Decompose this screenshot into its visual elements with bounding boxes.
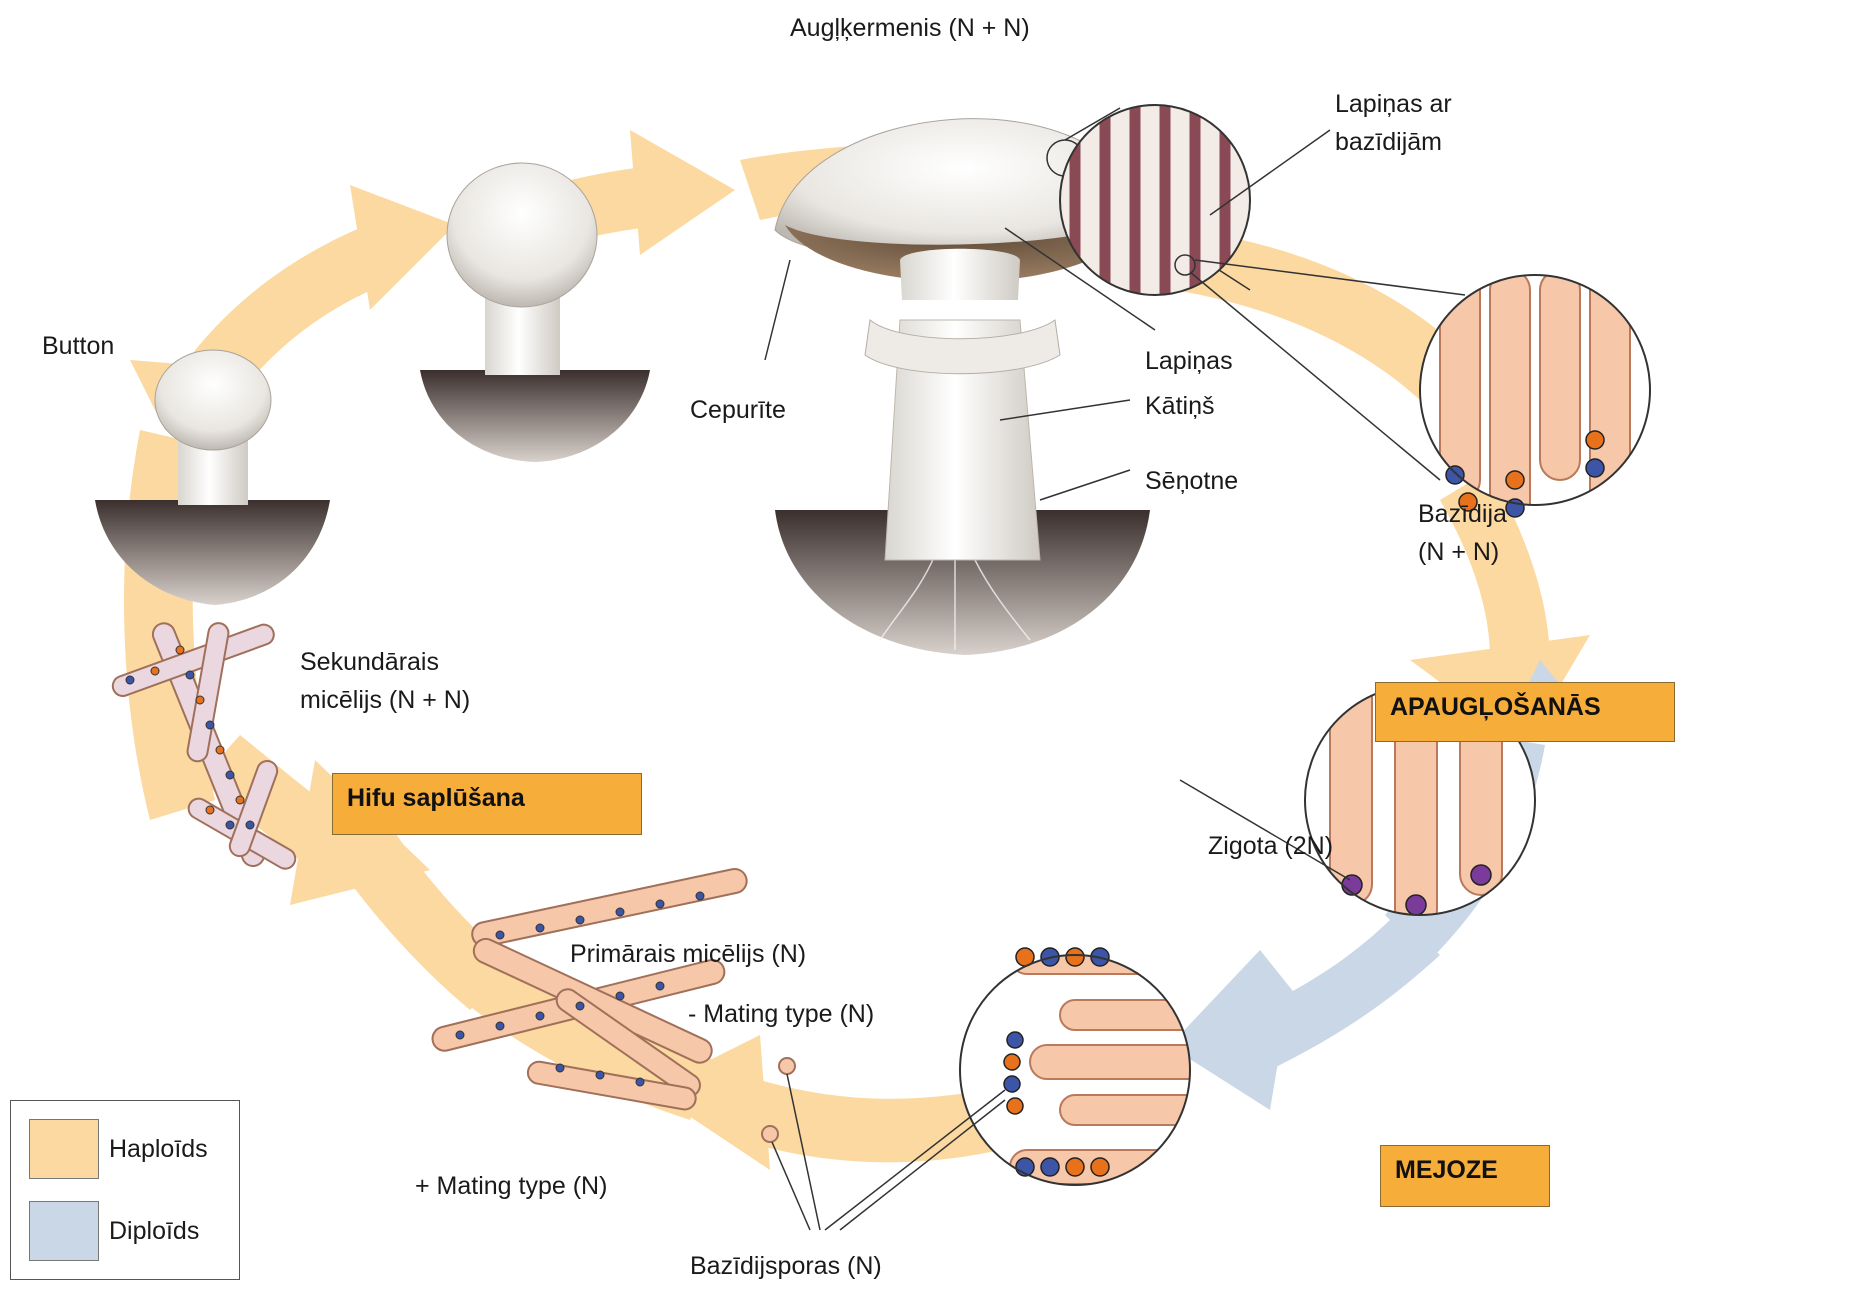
gills-basidia-label-1: Lapiņas ar bbox=[1335, 88, 1452, 120]
gills-basidia-label-2: bazīdijām bbox=[1335, 126, 1442, 158]
zygote-label: Zigota (2N) bbox=[1208, 830, 1333, 862]
button-mushroom-small bbox=[95, 350, 330, 605]
basidiospores-magnified bbox=[825, 940, 1210, 1230]
button-label: Button bbox=[42, 330, 114, 362]
stalk-label: Kātiņš bbox=[1145, 390, 1214, 422]
diploid-swatch bbox=[29, 1201, 99, 1261]
secondary-mycelium-label-1: Sekundārais bbox=[300, 646, 439, 678]
meiosis-stage-box: MEJOZE bbox=[1380, 1145, 1550, 1207]
secondary-mycelium-label-2: micēlijs (N + N) bbox=[300, 684, 470, 716]
basidium-label-2: (N + N) bbox=[1418, 536, 1499, 568]
gills-label: Lapiņas bbox=[1145, 345, 1233, 377]
minus-mating-type-label: - Mating type (N) bbox=[688, 998, 874, 1030]
haploid-legend-label: Haploīds bbox=[109, 1135, 208, 1164]
basidium-label-1: Bazīdija bbox=[1418, 498, 1507, 530]
legend: Haploīds Diploīds bbox=[10, 1100, 240, 1280]
haploid-swatch bbox=[29, 1119, 99, 1179]
plus-mating-type-label: + Mating type (N) bbox=[415, 1170, 607, 1202]
fruiting-body-label: Augļķermenis (N + N) bbox=[790, 12, 1030, 44]
fertilization-stage-box: APAUGĻOŠANĀS bbox=[1375, 682, 1675, 742]
diploid-legend-label: Diploīds bbox=[109, 1217, 199, 1246]
annulus-label: Sēņotne bbox=[1145, 465, 1238, 497]
basidiospores-label: Bazīdijsporas (N) bbox=[690, 1250, 882, 1282]
primary-mycelium-label: Primārais micēlijs (N) bbox=[570, 938, 806, 970]
cap-label: Cepurīte bbox=[690, 394, 786, 426]
hyphal-fusion-stage-box: Hifu saplūšana bbox=[332, 773, 642, 835]
